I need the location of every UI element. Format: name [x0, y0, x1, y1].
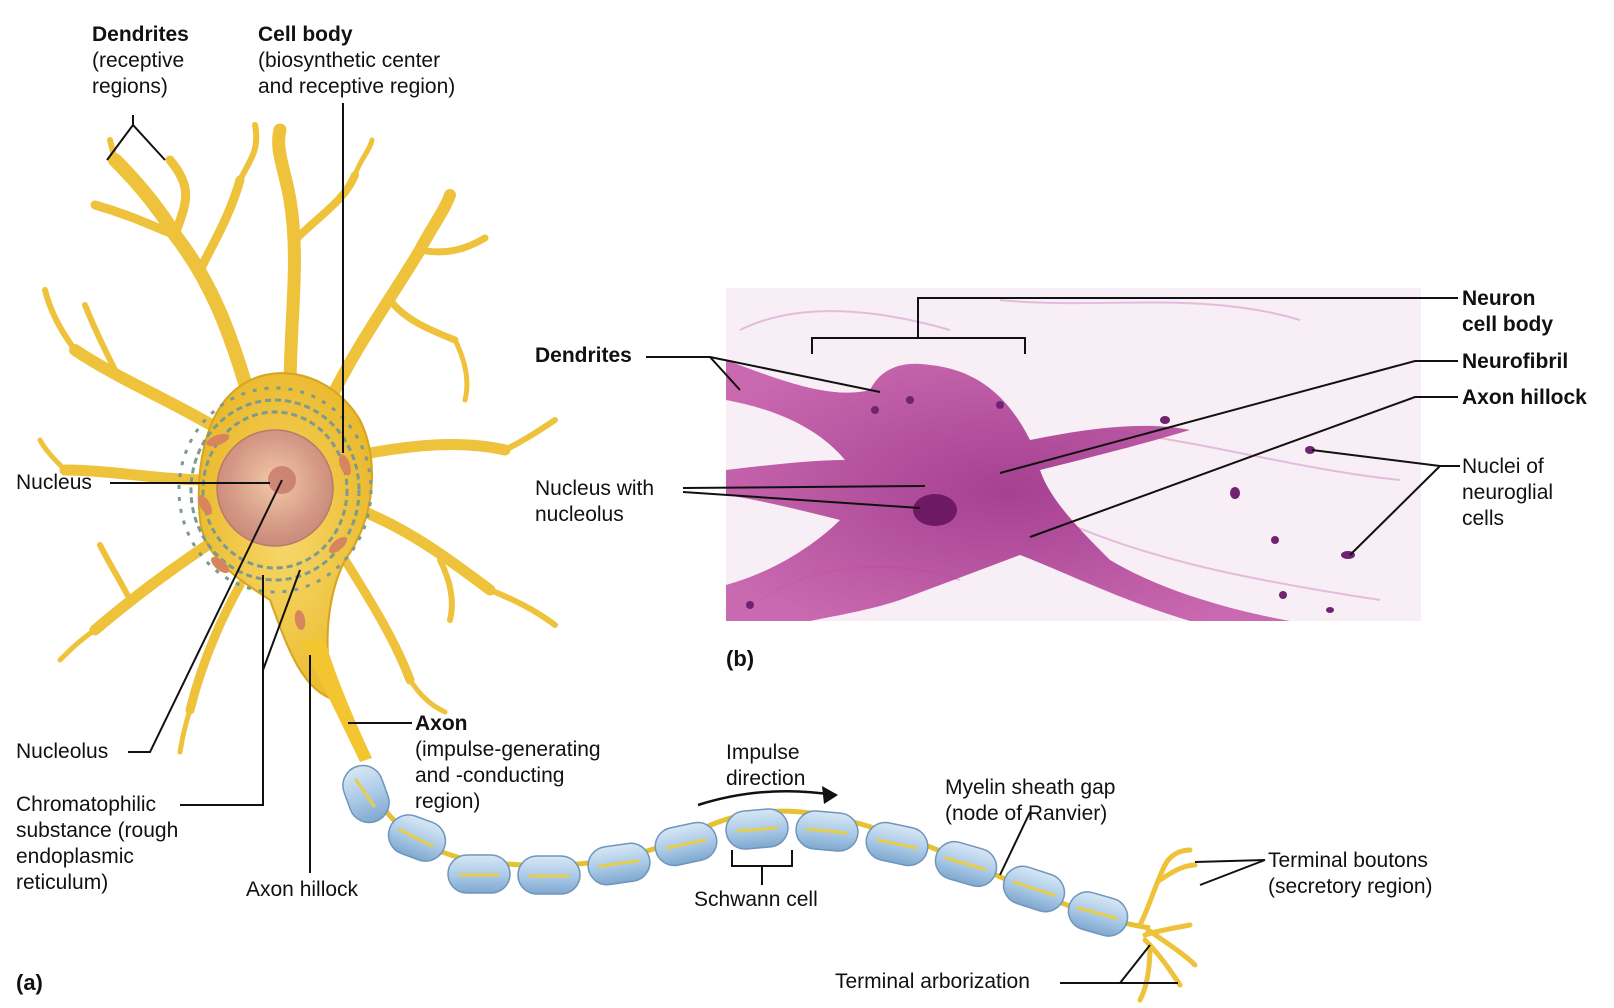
label-cellbody-sub1: (biosynthetic center	[258, 49, 441, 72]
label-terminal-boutons-1: Terminal boutons	[1268, 849, 1428, 872]
neuron-illustration	[37, 122, 1198, 1003]
panel-label-a: (a)	[16, 970, 43, 995]
label-dendrites-a: Dendrites (receptive regions)	[92, 22, 189, 100]
label-axon: Axon (impulse-generating and -conducting…	[415, 711, 601, 815]
label-impulse-direction: Impulse direction	[726, 740, 805, 792]
label-neuron-cb-1: Neuron	[1462, 287, 1536, 310]
label-axon-title: Axon	[415, 712, 468, 735]
label-nucleus-a: Nucleus	[16, 471, 92, 494]
label-dendrites-title: Dendrites	[92, 23, 189, 46]
stained-neuron	[726, 360, 1290, 621]
label-chromatophilic-4: reticulum)	[16, 871, 109, 894]
label-nuclei-glia-1: Nuclei of	[1462, 455, 1544, 478]
label-dendrites-sub2: regions)	[92, 75, 168, 98]
leader-lines	[106, 103, 1460, 984]
label-chromatophilic-3: endoplasmic	[16, 845, 134, 868]
mitochondria	[198, 433, 352, 630]
label-axon-sub3: region)	[415, 790, 481, 813]
terminal-arborization	[1137, 847, 1198, 1003]
stained-nucleus	[913, 494, 957, 526]
label-neuron-cb-2: cell body	[1462, 313, 1554, 336]
label-axon-hillock-a: Axon hillock	[246, 878, 359, 901]
label-myelin-2: (node of Ranvier)	[945, 802, 1108, 825]
label-cellbody-sub2: and receptive region)	[258, 75, 456, 98]
label-nuclei-glia-3: cells	[1462, 507, 1505, 530]
label-myelin-gap: Myelin sheath gap (node of Ranvier)	[945, 775, 1115, 827]
myelin-core-highlights	[354, 778, 1118, 920]
label-chromatophilic-1: Chromatophilic	[16, 793, 157, 816]
label-axon-sub1: (impulse-generating	[415, 738, 601, 761]
label-terminal-boutons: Terminal boutons (secretory region)	[1268, 848, 1433, 900]
label-neuron-cell-body: Neuron cell body	[1462, 286, 1553, 338]
label-nucleolus-a: Nucleolus	[16, 740, 109, 763]
impulse-arrowhead	[822, 786, 838, 804]
label-schwann-cell: Schwann cell	[694, 888, 818, 911]
label-nuclei-glia-2: neuroglial	[1462, 481, 1554, 504]
impulse-arrow	[697, 789, 836, 807]
dendrite-branches	[37, 122, 558, 755]
label-terminal-arborization: Terminal arborization	[835, 970, 1030, 993]
panel-label-b: (b)	[726, 646, 755, 671]
axon-initial-segment	[300, 640, 372, 762]
rough-er	[177, 386, 373, 594]
label-cellbody-title: Cell body	[258, 23, 353, 46]
label-chromatophilic-2: substance (rough	[16, 819, 179, 842]
neuroglial-nuclei	[746, 396, 1355, 613]
label-nuclei-neuroglial: Nuclei of neuroglial cells	[1462, 454, 1553, 532]
label-axon-hillock-b: Axon hillock	[1462, 386, 1587, 409]
micrograph	[726, 288, 1421, 621]
label-dendrites-sub1: (receptive	[92, 49, 185, 72]
label-myelin-1: Myelin sheath gap	[945, 776, 1116, 799]
label-nucleus-b-1: Nucleus with	[535, 477, 655, 500]
label-chromatophilic: Chromatophilic substance (rough endoplas…	[16, 792, 178, 896]
label-dendrites-b: Dendrites	[535, 344, 632, 367]
label-impulse-1: Impulse	[726, 741, 800, 764]
label-cell-body-a: Cell body (biosynthetic center and recep…	[258, 22, 455, 100]
label-neurofibril: Neurofibril	[1462, 350, 1569, 373]
label-nucleus-b-2: nucleolus	[535, 503, 624, 526]
label-impulse-2: direction	[726, 767, 806, 790]
label-axon-sub2: and -conducting	[415, 764, 565, 787]
label-nucleus-with-nucleolus: Nucleus with nucleolus	[535, 476, 654, 528]
label-terminal-boutons-2: (secretory region)	[1268, 875, 1433, 898]
